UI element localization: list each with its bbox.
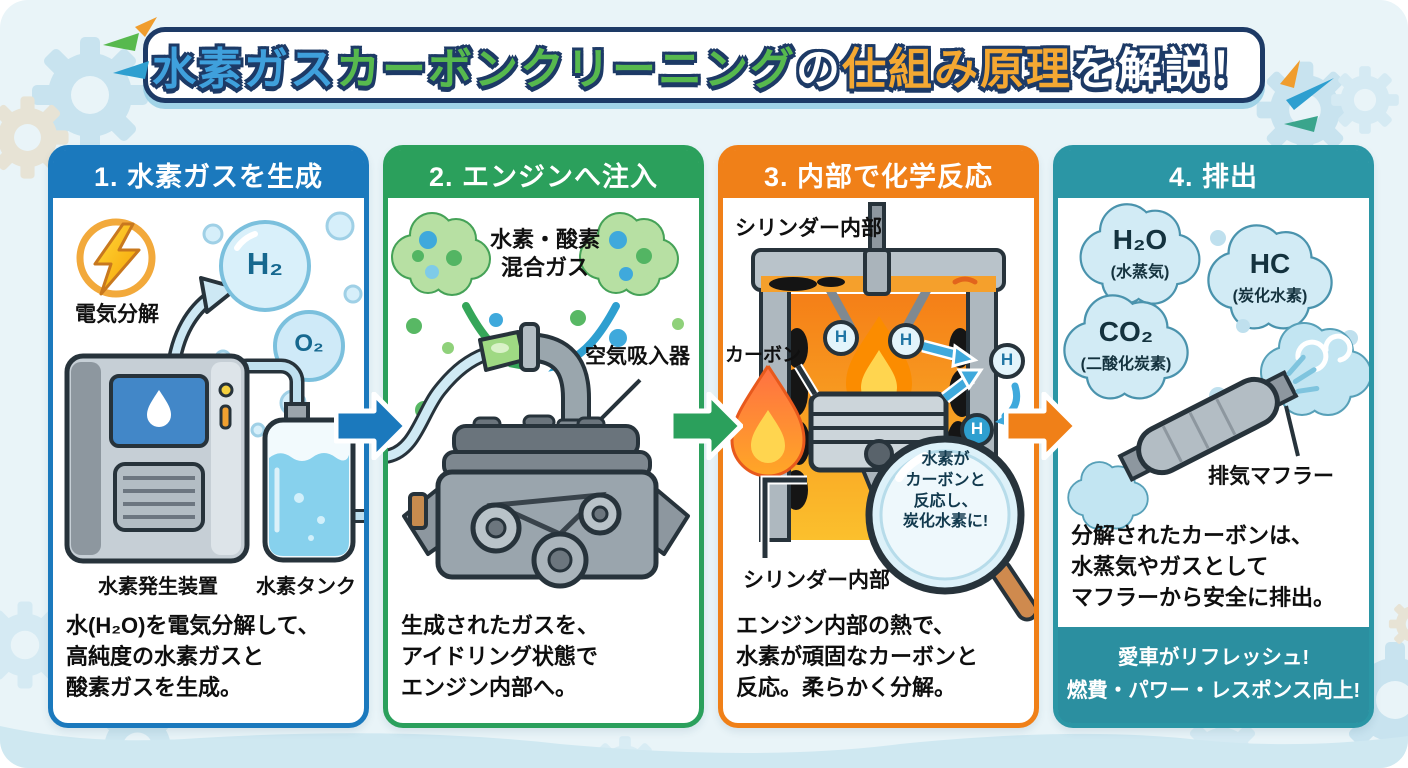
cylinder-bottom-label: シリンダー内部 [743,569,890,592]
spark-plug [863,202,891,296]
carbon-label: カーボン [725,345,802,366]
cylinder-bottom-pointer-line [760,475,807,558]
intake-pointer-line [598,378,642,422]
step-2-header: 2. エンジンへ注入 [388,150,699,198]
muffler-icon [1117,354,1320,483]
step-4-panel: 4. 排出 [1053,145,1374,728]
h2o-name: (水蒸気) [1110,264,1170,281]
step-3-description: エンジン内部の熱で、 水素が頑固なカーボンと 反応。柔らかく分解。 [736,613,979,701]
lightning-icon [76,218,156,298]
step-1-illustration [64,211,364,564]
tank-label: 水素タンク [256,576,356,598]
step-2-description: 生成されたガスを、 アイドリング状態で エンジン内部へ。 [401,613,600,701]
h-atom-label: H [899,330,913,349]
step-2-panel: 2. エンジンへ注入 [383,145,704,728]
flow-arrow-3 [1004,392,1078,460]
step-1-panel: 1. 水素ガスを生成 [48,145,369,728]
title-segment-explain: を解説！ [1072,45,1256,94]
step-4-header: 4. 排出 [1058,150,1369,198]
step-3-illustration [730,202,1034,622]
valve-left [824,283,855,331]
co2-formula: CO₂ [1098,316,1154,347]
o2-bubble-label: O₂ [294,330,324,357]
muffler-label: 排気マフラー [1208,465,1334,488]
step-1-header: 1. 水素ガスを生成 [53,150,364,198]
gas-cloud-right [579,212,679,296]
gear-icon [1388,598,1408,650]
h-atom-label: H [970,419,984,438]
title-segment-hydrogen: 水素ガス [152,45,336,94]
carbon-pointer-line [794,363,819,397]
step-3-header: 3. 内部で化学反応 [723,150,1034,198]
h-atom-label: H [834,327,848,346]
h-atom-bubbles [823,320,1025,447]
title-segment-no: の [796,45,842,94]
sparkle-decoration-left [103,17,157,79]
valve-right [902,283,933,331]
h2-bubble-label: H₂ [246,246,284,281]
sparkle-decoration-right [1280,60,1334,132]
title-segment-carbon-cleaning: カーボンクリーニング [336,45,796,94]
flow-arrow-1 [334,392,408,460]
hydrogen-generator-icon [64,353,305,564]
page-title: 水素ガスカーボンクリーニングの仕組み原理を解説！ [152,33,1256,97]
co2-name: (二酸化炭素) [1080,356,1172,373]
magnifier-icon [865,435,1034,622]
electrolysis-label: 電気分解 [75,303,159,326]
cylinder-top-label: シリンダー内部 [735,217,882,240]
mixed-gas-label: 水素・酸素 混合ガス [489,227,600,280]
step-2-illustration [388,212,690,589]
muffler-pointer-line [1284,405,1300,457]
hydrogen-tank-icon [262,402,364,563]
step-4-description: 分解されたカーボンは、 水蒸気やガスとして マフラーから安全に排出。 [1071,523,1336,611]
bottom-wave [0,726,1408,768]
title-banner: 水素ガスカーボンクリーニングの仕組み原理を解説！ [143,27,1265,103]
exhaust-cloud-large [1260,322,1369,416]
hc-name: (炭化水素) [1232,288,1308,305]
hc-formula: HC [1249,248,1291,279]
gas-cloud-left [391,212,491,296]
h-atom-label: H [1000,350,1014,369]
title-segment-mechanism: 仕組み原理 [842,45,1072,94]
h2o-formula: H₂O [1112,224,1168,255]
benefit-banner: 愛車がリフレッシュ! 燃費・パワー・レスポンス向上! [1058,627,1369,723]
step-4-illustration [1058,198,1369,530]
air-intake-label: 空気吸入器 [585,345,690,368]
step-1-description: 水(H₂O)を電気分解して、 高純度の水素ガスと 酸素ガスを生成。 [66,613,320,701]
generator-label: 水素発生装置 [98,576,218,598]
benefit-text: 愛車がリフレッシュ! 燃費・パワー・レスポンス向上! [1066,646,1361,702]
magnifier-text: 水素が カーボンと 反応し、 炭化水素に! [902,451,989,531]
h2-bubble-icon [219,220,311,312]
flow-arrow-2 [669,392,743,460]
engine-icon [402,414,690,589]
step-3-panel: 3. 内部で化学反応 [718,145,1039,728]
